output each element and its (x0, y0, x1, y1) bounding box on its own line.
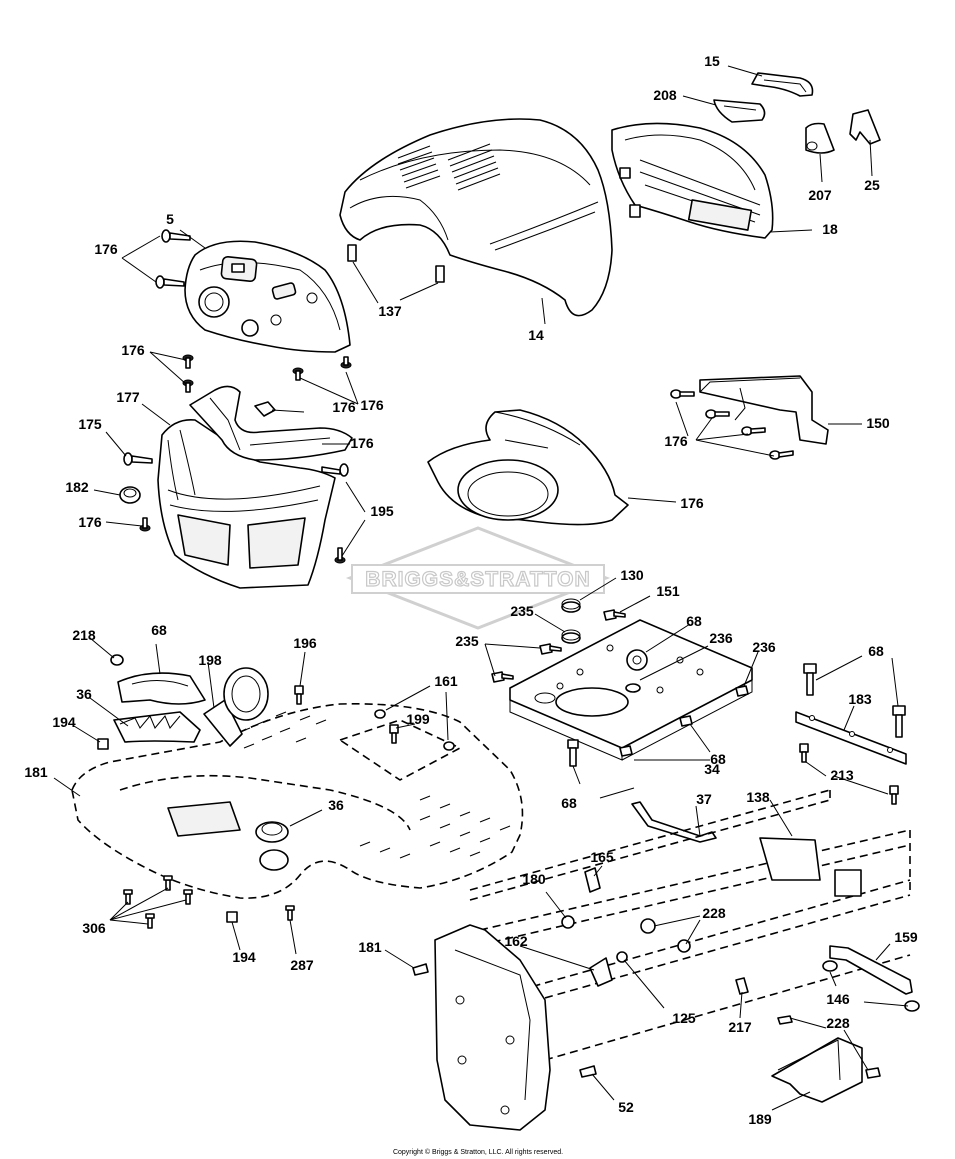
callout-label: 217 (728, 1019, 752, 1035)
hardware-bolts-213 (803, 663, 906, 738)
watermark-text: BRIGGS&STRATTON (365, 568, 590, 591)
callout-label: 199 (406, 711, 430, 727)
callout-label: 189 (748, 1111, 772, 1127)
callout-label: 176 (94, 241, 118, 257)
callout-label: 68 (561, 795, 577, 811)
callout-label: 218 (72, 627, 96, 643)
callout-label: 207 (808, 187, 832, 203)
callout-label: 183 (848, 691, 872, 707)
part-strap-218 (795, 711, 907, 765)
callout-label: 25 (864, 177, 880, 193)
part-hood (339, 118, 613, 317)
part-mount-bracket (699, 375, 829, 445)
callout-label: 176 (332, 399, 356, 415)
hardware-hood-fasteners (97, 654, 455, 929)
part-frame (434, 789, 911, 1131)
callout-label: 162 (504, 933, 528, 949)
callout-label: 175 (78, 416, 102, 432)
copyright-text: Copyright © Briggs & Stratton, LLC. All … (393, 1148, 563, 1156)
callout-label: 287 (290, 957, 314, 973)
hardware-bolt-183 (567, 739, 579, 767)
hardware-spacers-235-236 (561, 598, 641, 693)
callout-label: 177 (116, 389, 140, 405)
callout-label: 125 (672, 1010, 696, 1026)
callout-label: 146 (826, 991, 850, 1007)
callout-label: 180 (522, 871, 546, 887)
callout-label: 176 (78, 514, 102, 530)
callout-label: 137 (378, 303, 402, 319)
callout-label: 182 (65, 479, 89, 495)
part-lower-dash (157, 418, 336, 589)
callout-label: 176 (121, 342, 145, 358)
callout-label: 208 (653, 87, 677, 103)
part-rod-217 (822, 945, 920, 1012)
callout-label: 36 (76, 686, 92, 702)
briggs-stratton-watermark: BRIGGS&STRATTON (345, 526, 611, 630)
callout-label: 181 (24, 764, 48, 780)
callout-label: 5 (166, 211, 174, 227)
callout-label: 36 (328, 797, 344, 813)
callout-label: 34 (704, 761, 720, 777)
part-lens-left (713, 99, 766, 123)
callout-label: 196 (293, 635, 317, 651)
callout-label: 15 (704, 53, 720, 69)
callout-label: 181 (358, 939, 382, 955)
hardware-misc-lower (412, 867, 881, 1079)
callout-label: 306 (82, 920, 106, 936)
leader-lines (53, 65, 909, 1111)
callout-labels: 1520820725181413751761761761761761771751… (24, 53, 918, 1127)
callout-label: 228 (702, 905, 726, 921)
part-grille (611, 122, 774, 239)
part-lever-covers (113, 667, 269, 747)
callout-label: 228 (826, 1015, 850, 1031)
callout-label: 159 (894, 929, 918, 945)
part-dash-bracket (189, 385, 353, 461)
callout-label: 213 (830, 767, 854, 783)
callout-label: 68 (868, 643, 884, 659)
callout-label: 194 (52, 714, 76, 730)
hardware-bolts-68 (491, 609, 899, 805)
callout-label: 68 (710, 751, 726, 767)
hardware-screws-176 (123, 229, 352, 564)
callout-label: 236 (752, 639, 776, 655)
callout-label: 176 (350, 435, 374, 451)
callout-label: 52 (618, 1099, 634, 1115)
part-shroud (427, 409, 629, 526)
part-plug (119, 486, 141, 504)
callout-label: 236 (709, 630, 733, 646)
callout-label: 68 (686, 613, 702, 629)
callout-label: 138 (746, 789, 770, 805)
callout-label: 151 (656, 583, 680, 599)
callout-label: 150 (866, 415, 890, 431)
part-clamp (254, 401, 276, 417)
callout-label: 176 (664, 433, 688, 449)
part-clip (849, 109, 881, 145)
callout-label: 37 (696, 791, 712, 807)
part-rod-165 (631, 801, 717, 843)
part-cover-152 (771, 1037, 863, 1103)
callout-label: 176 (680, 495, 704, 511)
callout-label: 165 (590, 849, 614, 865)
callout-label: 194 (232, 949, 256, 965)
callout-label: 14 (528, 327, 544, 343)
callout-label: 161 (434, 673, 458, 689)
callout-label: 198 (198, 652, 222, 668)
callout-label: 195 (370, 503, 394, 519)
callout-label: 18 (822, 221, 838, 237)
part-emblem (751, 72, 814, 97)
callout-label: 176 (360, 397, 384, 413)
callout-label: 235 (455, 633, 479, 649)
part-lower-hood (71, 703, 524, 899)
callout-label: 68 (151, 622, 167, 638)
part-lens-right (805, 122, 835, 154)
callout-label: 130 (620, 567, 644, 583)
callout-label: 235 (510, 603, 534, 619)
part-dash-panel (184, 240, 351, 353)
part-spacers (347, 244, 445, 283)
